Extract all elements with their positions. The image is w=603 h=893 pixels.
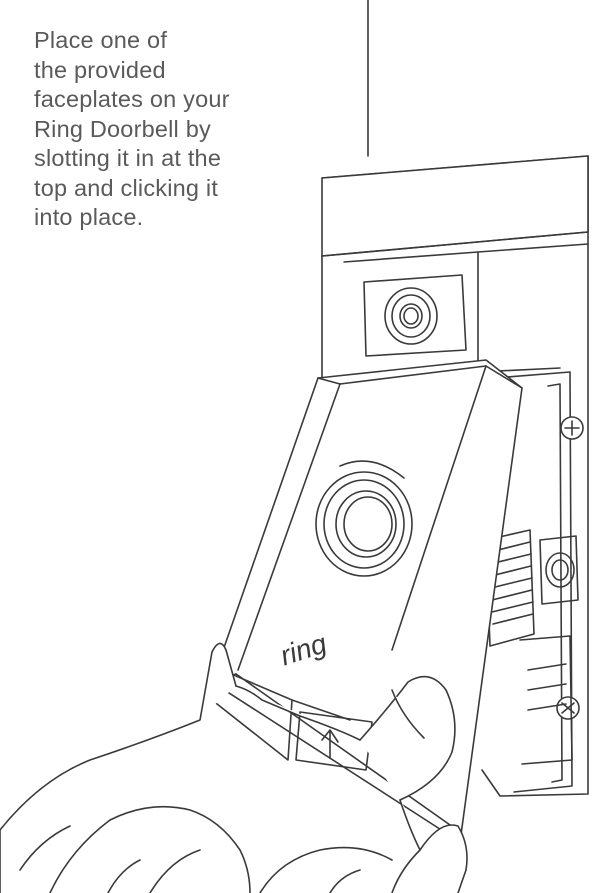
- instruction-line-1: Place one of: [34, 27, 168, 53]
- faceplate: [212, 360, 522, 842]
- doorbell-button-icon: [316, 461, 412, 576]
- instruction-line-7: into place.: [34, 204, 144, 230]
- instruction-line-4: Ring Doorbell by: [34, 115, 211, 142]
- camera-lens-icon: [364, 275, 466, 356]
- screw-icon: [557, 417, 583, 719]
- instruction-line-6: top and clicking it: [34, 174, 219, 201]
- instruction-line-5: slotting it in at the: [34, 145, 222, 171]
- instruction-text: Place one of the provided faceplates on …: [34, 26, 324, 233]
- hand-illustration: [0, 643, 467, 893]
- mount-hardware: [486, 530, 578, 764]
- instruction-line-2: the provided: [34, 56, 166, 83]
- instruction-line-3: faceplates on your: [34, 86, 230, 112]
